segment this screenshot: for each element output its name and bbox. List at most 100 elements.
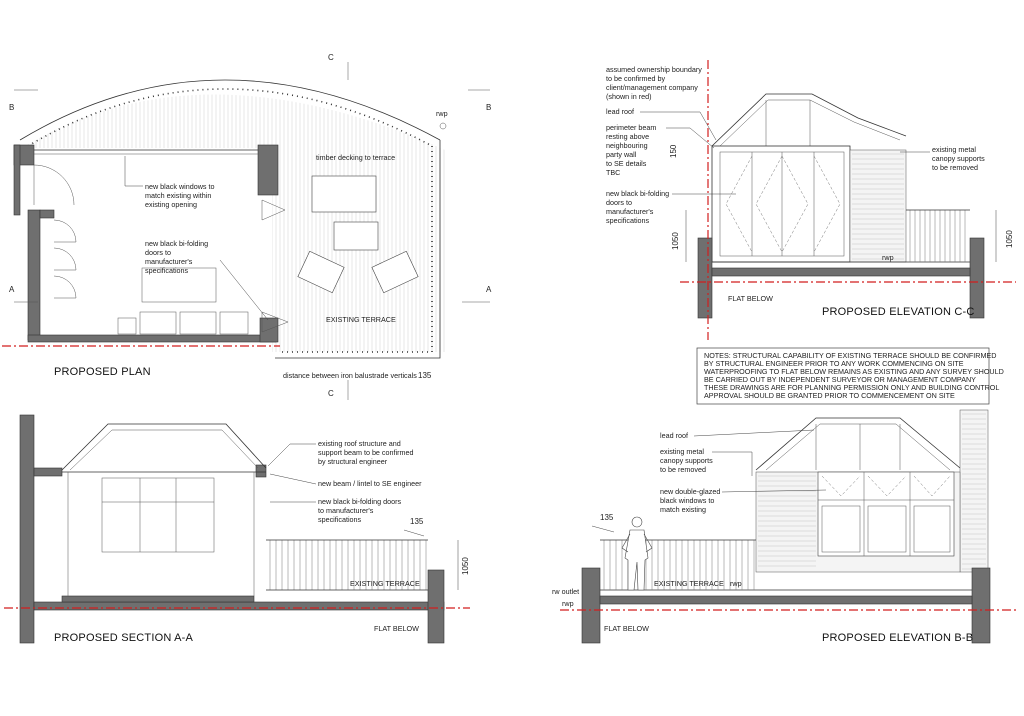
section-beam-leader — [269, 473, 317, 485]
bb-roof — [755, 417, 961, 471]
plan-note-windows: new black windows to match existing with… — [145, 182, 215, 209]
cc-dim-1050-left: 1050 — [671, 232, 680, 250]
plan-note-balustrade: distance between iron balustrade vertica… — [283, 371, 417, 380]
notes-line-1: NOTES: STRUCTURAL CAPABILITY OF EXISTING… — [704, 351, 996, 360]
cc-note-canopy: existing metal canopy supports to be rem… — [932, 145, 985, 172]
bb-windows — [817, 471, 955, 557]
cc-facade — [711, 145, 851, 263]
svg-text:doors to: doors to — [606, 198, 632, 207]
svg-text:new double-glazed: new double-glazed — [660, 487, 720, 496]
svg-text:manufacturer's: manufacturer's — [606, 207, 654, 216]
plan-title: PROPOSED PLAN — [54, 366, 151, 378]
svg-text:existing roof structure and: existing roof structure and — [318, 439, 401, 448]
cc-wall-left — [697, 237, 713, 319]
svg-text:perimeter beam: perimeter beam — [606, 123, 656, 132]
cc-dim-1050-right: 1050 — [1005, 230, 1014, 248]
marker-a-right-label: A — [486, 285, 492, 294]
cc-note-lead-roof: lead roof — [606, 107, 634, 116]
bb-lead-roof-leader — [693, 429, 815, 437]
cc-bifold-doors — [719, 151, 845, 257]
svg-text:to SE details: to SE details — [606, 159, 647, 168]
bb-wall-right — [971, 567, 991, 644]
plan-rwp-symbol — [439, 122, 447, 130]
svg-text:existing metal: existing metal — [932, 145, 976, 154]
plan-unit-3 — [219, 311, 249, 335]
cc-dim-150: 150 — [669, 144, 678, 158]
bb-slab — [599, 595, 973, 605]
notes-frame — [696, 347, 990, 405]
cc-wall-right — [969, 237, 985, 319]
svg-text:to be removed: to be removed — [932, 163, 978, 172]
plan-note-decking: timber decking to terrace — [316, 153, 395, 162]
plan-wall-top-right — [257, 144, 279, 196]
balustrade-arc — [19, 79, 441, 141]
terrace-edge-right — [275, 140, 441, 359]
svg-text:specifications: specifications — [606, 216, 650, 225]
marker-c-bottom-label: C — [328, 389, 334, 398]
section-dim-135-tick — [403, 529, 425, 537]
plan-wall-bottom — [27, 334, 277, 343]
bb-roof-inner — [765, 423, 951, 471]
bb-terrace-label: EXISTING TERRACE — [654, 579, 724, 588]
plan-bifold-swings — [53, 219, 77, 299]
svg-text:TBC: TBC — [606, 168, 620, 177]
bb-chimney-wall — [959, 409, 989, 573]
section-balustrade — [269, 540, 427, 590]
bb-dim-135: 135 — [600, 513, 614, 522]
section-note-bifold: new black bi-folding doors to manufactur… — [318, 497, 402, 524]
svg-text:new black bi-folding: new black bi-folding — [145, 239, 208, 248]
svg-text:(shown in red): (shown in red) — [606, 92, 652, 101]
bb-wall-left — [581, 567, 601, 644]
plan-wall-inner — [39, 209, 55, 219]
cc-note-bifold: new black bi-folding doors to manufactur… — [606, 189, 669, 225]
section-wall-right — [427, 569, 445, 644]
plan-wall-right-bottom — [259, 317, 279, 343]
plan-wall-left-lower — [27, 209, 41, 341]
bb-dim-135-tick — [591, 525, 615, 533]
plan-note-terrace: EXISTING TERRACE — [326, 315, 396, 324]
bb-rw-outlet-label: rw outlet — [552, 587, 579, 596]
bb-rwp-label: rwp — [730, 579, 742, 588]
section-note-roof: existing roof structure and support beam… — [318, 439, 414, 466]
svg-text:new black bi-folding doors: new black bi-folding doors — [318, 497, 402, 506]
bb-windows-leader — [721, 489, 827, 493]
plan-rwp-label: rwp — [436, 109, 448, 118]
plan-note-bifold: new black bi-folding doors to manufactur… — [145, 239, 208, 275]
section-roof-support — [255, 464, 267, 478]
svg-text:by structural engineer: by structural engineer — [318, 457, 388, 466]
marker-b-left-label: B — [9, 103, 14, 112]
plan-chair-2 — [371, 250, 419, 294]
svg-text:match existing within: match existing within — [145, 191, 211, 200]
cc-balustrade — [909, 210, 966, 262]
plan-unit-1 — [139, 311, 177, 335]
cc-note-beam: perimeter beam resting above neighbourin… — [606, 123, 656, 177]
svg-text:client/management company: client/management company — [606, 83, 698, 92]
svg-text:specifications: specifications — [145, 266, 189, 275]
cc-rwp-label: rwp — [882, 253, 894, 262]
notes-line-6: APPROVAL SHOULD BE GRANTED PRIOR TO COMM… — [704, 391, 955, 400]
svg-text:neighbouring: neighbouring — [606, 141, 648, 150]
plan-unit-4 — [117, 317, 137, 335]
proposed-plan: B B A A C C rwp timber decking to terrac… — [2, 53, 492, 400]
cc-note-boundary: assumed ownership boundary to be confirm… — [606, 65, 702, 101]
section-dim-1050: 1050 — [461, 557, 470, 575]
marker-a-left-label: A — [9, 285, 15, 294]
cc-flat-below: FLAT BELOW — [728, 294, 773, 303]
bb-note-canopy: existing metal canopy supports to be rem… — [660, 447, 713, 474]
section-flat-below: FLAT BELOW — [374, 624, 419, 633]
svg-text:support beam to be confirmed: support beam to be confirmed — [318, 448, 414, 457]
notes-line-5: THESE DRAWINGS ARE FOR PLANNING PERMISSI… — [704, 383, 999, 392]
bb-note-windows: new double-glazed black windows to match… — [660, 487, 720, 514]
bb-title: PROPOSED ELEVATION B-B — [822, 632, 973, 644]
plan-chair-1 — [297, 250, 345, 294]
decking-hatch — [23, 94, 445, 352]
cc-beam-leader — [666, 127, 715, 149]
svg-text:specifications: specifications — [318, 515, 362, 524]
section-wall-left — [19, 414, 35, 644]
cc-brick-panel — [849, 149, 907, 263]
bb-canopy-leader — [712, 451, 753, 476]
plan-door-swing — [33, 164, 75, 206]
svg-text:existing opening: existing opening — [145, 200, 197, 209]
svg-text:new black windows to: new black windows to — [145, 182, 215, 191]
cc-title: PROPOSED ELEVATION C-C — [822, 306, 975, 318]
